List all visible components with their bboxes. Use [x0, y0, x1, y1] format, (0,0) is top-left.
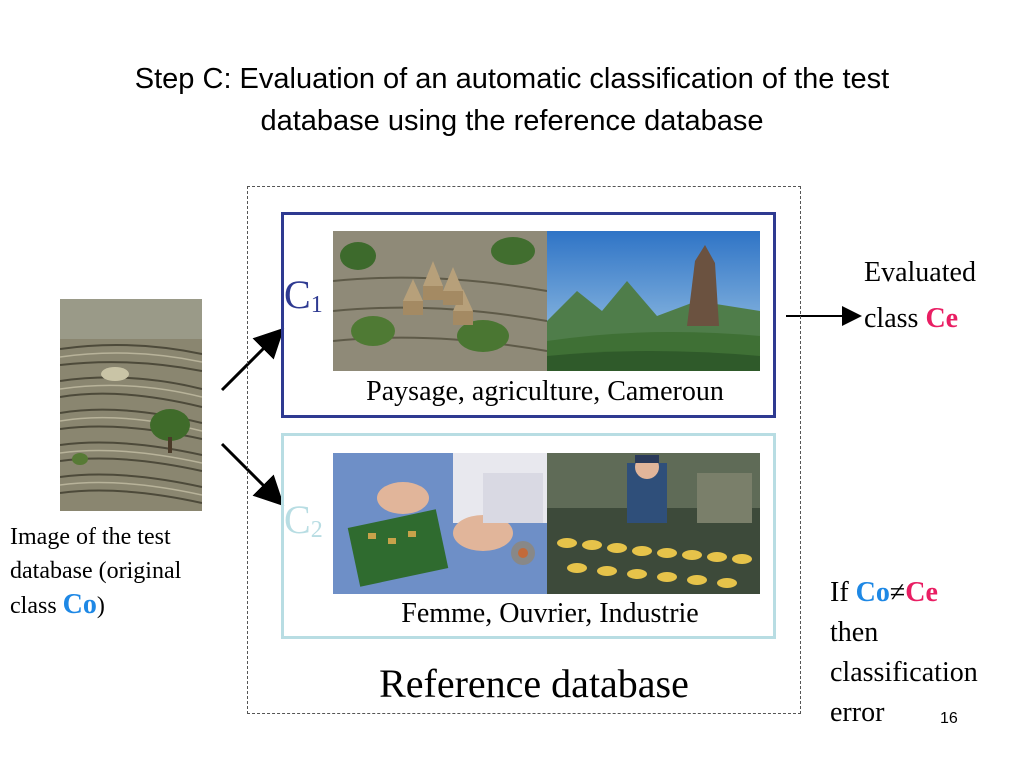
test-image — [60, 299, 202, 511]
test-caption-line-3: class Co) — [10, 588, 240, 623]
test-caption-line-1: Image of the test — [10, 524, 171, 550]
title-line-1: Step C: Evaluation of an automatic class… — [134, 63, 890, 95]
reference-database-label: Reference database — [379, 661, 689, 706]
evaluated-line-2: class Ce — [864, 296, 976, 342]
test-caption-suffix: ) — [96, 593, 105, 619]
rule-co: Co — [855, 577, 890, 608]
class-2-label: C2 — [284, 500, 323, 550]
evaluated-class-prefix: class — [864, 303, 926, 334]
class-1-image-mountain — [547, 231, 760, 371]
test-caption-line-2: database (original — [10, 558, 182, 584]
class-1-subscript: 1 — [310, 292, 323, 318]
page-number: 16 — [940, 710, 958, 727]
rule-error: error — [830, 697, 885, 728]
class-1-box — [281, 212, 776, 418]
class-1-label: C1 — [284, 275, 323, 325]
class-1-caption: Paysage, agriculture, Cameroun — [366, 376, 724, 407]
class-2-image-factory — [547, 453, 760, 594]
test-caption-class-prefix: class — [10, 593, 63, 619]
rule-classification: classification — [830, 657, 978, 688]
title-line-2: database using the reference database — [260, 105, 764, 137]
arrow-to-c2 — [220, 442, 285, 507]
class-2-box — [281, 433, 776, 639]
class-2-letter: C — [284, 497, 311, 542]
arrow-to-c1 — [220, 327, 285, 392]
rule-if: If — [830, 577, 856, 608]
co-code: Co — [62, 589, 97, 620]
test-image-caption: Image of the test database (original cla… — [10, 520, 240, 623]
slide-title: Step C: Evaluation of an automatic class… — [20, 58, 1004, 142]
rule-ce: Ce — [905, 577, 938, 608]
evaluated-class-text: Evaluated class Ce — [864, 250, 976, 342]
reference-database-box — [247, 186, 801, 714]
class-2-caption: Femme, Ouvrier, Industrie — [401, 598, 699, 629]
rule-then: then — [830, 617, 879, 648]
evaluated-line-1: Evaluated — [864, 257, 976, 288]
rule-neq: ≠ — [889, 577, 906, 608]
classification-error-rule: If Co≠Ce then classification error — [830, 573, 978, 733]
class-2-subscript: 2 — [310, 517, 323, 543]
ce-code: Ce — [925, 303, 959, 334]
rule-line-1: If Co≠Ce — [830, 573, 978, 613]
class-2-image-electronics — [333, 453, 547, 594]
class-1-letter: C — [284, 272, 311, 317]
class-1-image-village — [333, 231, 547, 371]
